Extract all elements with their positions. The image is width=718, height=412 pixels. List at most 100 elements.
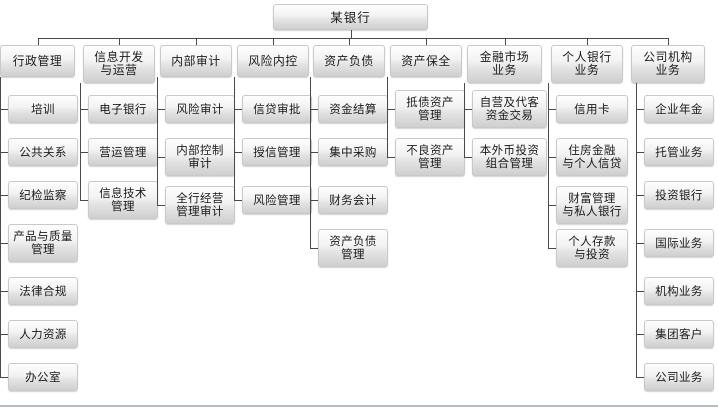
unit-node-风险审计[interactable]: 风险审计 bbox=[165, 95, 235, 123]
unit-node-资金结算[interactable]: 资金结算 bbox=[318, 95, 388, 123]
unit-node-资产负债管理[interactable]: 资产负债 管理 bbox=[318, 229, 388, 267]
unit-node-托管业务[interactable]: 托管业务 bbox=[644, 138, 714, 166]
stub-col1-1 bbox=[0, 152, 8, 153]
unit-node-集团客户[interactable]: 集团客户 bbox=[644, 320, 714, 348]
unit-node-信息技术管理[interactable]: 信息技术 管理 bbox=[88, 181, 158, 219]
connector-bus-to-col3 bbox=[196, 38, 197, 45]
stub-col6-0 bbox=[387, 109, 395, 110]
dept-node-内部审计-label: 内部审计 bbox=[171, 53, 221, 68]
unit-node-信贷审批[interactable]: 信贷审批 bbox=[242, 95, 312, 123]
unit-node-个人存款与投资[interactable]: 个人存款 与投资 bbox=[556, 229, 628, 267]
unit-node-财富管理与私人银行[interactable]: 财富管理 与私人银行 bbox=[556, 186, 628, 224]
unit-node-人力资源[interactable]: 人力资源 bbox=[8, 320, 78, 348]
page-bottom-rule bbox=[0, 405, 718, 407]
stub-col8-3 bbox=[548, 248, 556, 249]
unit-node-产品与质量管理[interactable]: 产品与质量 管理 bbox=[8, 224, 78, 262]
trunk-col8 bbox=[548, 83, 549, 248]
unit-node-信用卡-label: 信用卡 bbox=[574, 101, 610, 116]
connector-bus-to-col6 bbox=[426, 38, 427, 45]
stub-col5-2 bbox=[310, 200, 318, 201]
stub-col7-1 bbox=[464, 157, 472, 158]
dept-node-资产保全-label: 资产保全 bbox=[401, 53, 451, 68]
dept-node-资产负债[interactable]: 资产负债 bbox=[313, 45, 385, 77]
unit-node-营运管理[interactable]: 营运管理 bbox=[88, 138, 158, 166]
trunk-col6 bbox=[387, 77, 388, 157]
unit-node-机构业务[interactable]: 机构业务 bbox=[644, 277, 714, 305]
unit-node-投资银行[interactable]: 投资银行 bbox=[644, 181, 714, 209]
unit-node-全行经营管理审计[interactable]: 全行经营 管理审计 bbox=[165, 186, 235, 224]
trunk-col9 bbox=[636, 83, 637, 377]
unit-node-住房金融与个人信贷[interactable]: 住房金融 与个人信贷 bbox=[556, 138, 628, 176]
unit-node-内部控制审计[interactable]: 内部控制 审计 bbox=[165, 138, 235, 176]
unit-node-产品与质量管理-label: 产品与质量 管理 bbox=[13, 229, 73, 256]
stub-col9-6 bbox=[636, 377, 644, 378]
unit-node-纪检监察[interactable]: 纪检监察 bbox=[8, 181, 78, 209]
trunk-col5 bbox=[310, 77, 311, 248]
unit-node-办公室[interactable]: 办公室 bbox=[8, 363, 78, 391]
unit-node-不良资产管理[interactable]: 不良资产 管理 bbox=[395, 138, 465, 176]
unit-node-个人存款与投资-label: 个人存款 与投资 bbox=[568, 234, 616, 261]
stub-col2-1 bbox=[80, 152, 88, 153]
trunk-col7 bbox=[464, 83, 465, 157]
root-node-bank[interactable]: 某银行 bbox=[273, 4, 428, 30]
stub-col9-4 bbox=[636, 291, 644, 292]
stub-col1-0 bbox=[0, 109, 8, 110]
unit-node-授信管理[interactable]: 授信管理 bbox=[242, 138, 312, 166]
connector-bus-to-col1 bbox=[38, 38, 39, 45]
unit-node-机构业务-label: 机构业务 bbox=[655, 283, 703, 298]
unit-node-纪检监察-label: 纪检监察 bbox=[19, 187, 67, 202]
unit-node-信贷审批-label: 信贷审批 bbox=[253, 101, 301, 116]
dept-node-信息开发与运营[interactable]: 信息开发 与运营 bbox=[83, 45, 155, 83]
dept-node-行政管理-label: 行政管理 bbox=[12, 53, 63, 68]
unit-node-法律合规-label: 法律合规 bbox=[19, 283, 67, 298]
stub-col1-4 bbox=[0, 291, 8, 292]
stub-col4-0 bbox=[234, 109, 242, 110]
unit-node-电子银行-label: 电子银行 bbox=[99, 101, 147, 116]
dept-node-金融市场业务[interactable]: 金融市场 业务 bbox=[467, 45, 542, 83]
root-stem bbox=[351, 30, 352, 38]
unit-node-集团客户-label: 集团客户 bbox=[655, 326, 703, 341]
unit-node-财务会计-label: 财务会计 bbox=[329, 192, 377, 207]
dept-node-风险内控[interactable]: 风险内控 bbox=[237, 45, 309, 77]
unit-node-本外币投资组合管理[interactable]: 本外币投资 组合管理 bbox=[472, 138, 547, 176]
stub-col1-5 bbox=[0, 334, 8, 335]
stub-col5-1 bbox=[310, 152, 318, 153]
unit-node-集中采购[interactable]: 集中采购 bbox=[318, 138, 388, 166]
stub-col3-0 bbox=[157, 109, 165, 110]
unit-node-公共关系[interactable]: 公共关系 bbox=[8, 138, 78, 166]
stub-col9-1 bbox=[636, 152, 644, 153]
unit-node-住房金融与个人信贷-label: 住房金融 与个人信贷 bbox=[562, 143, 622, 170]
unit-node-财务会计[interactable]: 财务会计 bbox=[318, 186, 388, 214]
dept-node-资产负债-label: 资产负债 bbox=[324, 53, 374, 68]
connector-bus-to-col4 bbox=[273, 38, 274, 45]
dept-node-内部审计[interactable]: 内部审计 bbox=[160, 45, 232, 77]
dept-node-资产保全[interactable]: 资产保全 bbox=[390, 45, 462, 77]
dept-node-公司机构业务[interactable]: 公司机构 业务 bbox=[631, 45, 705, 83]
unit-node-企业年金-label: 企业年金 bbox=[655, 101, 703, 116]
unit-node-风险管理-label: 风险管理 bbox=[253, 192, 301, 207]
unit-node-法律合规[interactable]: 法律合规 bbox=[8, 277, 78, 305]
stub-col3-1 bbox=[157, 157, 165, 158]
unit-node-企业年金[interactable]: 企业年金 bbox=[644, 95, 714, 123]
unit-node-风险管理[interactable]: 风险管理 bbox=[242, 186, 312, 214]
stub-col4-1 bbox=[234, 152, 242, 153]
unit-node-全行经营管理审计-label: 全行经营 管理审计 bbox=[176, 191, 224, 218]
connector-bus-to-col5 bbox=[349, 38, 350, 45]
unit-node-托管业务-label: 托管业务 bbox=[655, 144, 703, 159]
unit-node-财富管理与私人银行-label: 财富管理 与私人银行 bbox=[562, 191, 622, 218]
unit-node-电子银行[interactable]: 电子银行 bbox=[88, 95, 158, 123]
connector-bus-to-col2 bbox=[119, 38, 120, 45]
unit-node-信用卡[interactable]: 信用卡 bbox=[556, 95, 628, 123]
unit-node-内部控制审计-label: 内部控制 审计 bbox=[176, 143, 224, 170]
unit-node-国际业务[interactable]: 国际业务 bbox=[644, 229, 714, 257]
connector-bus-to-col7 bbox=[505, 38, 506, 45]
unit-node-授信管理-label: 授信管理 bbox=[253, 144, 301, 159]
unit-node-公司业务[interactable]: 公司业务 bbox=[644, 363, 714, 391]
dept-node-行政管理[interactable]: 行政管理 bbox=[0, 45, 75, 77]
unit-node-培训[interactable]: 培训 bbox=[8, 95, 78, 123]
unit-node-抵债资产管理[interactable]: 抵债资产 管理 bbox=[395, 90, 465, 128]
unit-node-自营及代客资金交易[interactable]: 自营及代客 资金交易 bbox=[472, 90, 547, 128]
connector-bus-to-col8 bbox=[587, 38, 588, 45]
unit-node-培训-label: 培训 bbox=[31, 101, 55, 116]
dept-node-个人银行业务[interactable]: 个人银行 业务 bbox=[551, 45, 623, 83]
